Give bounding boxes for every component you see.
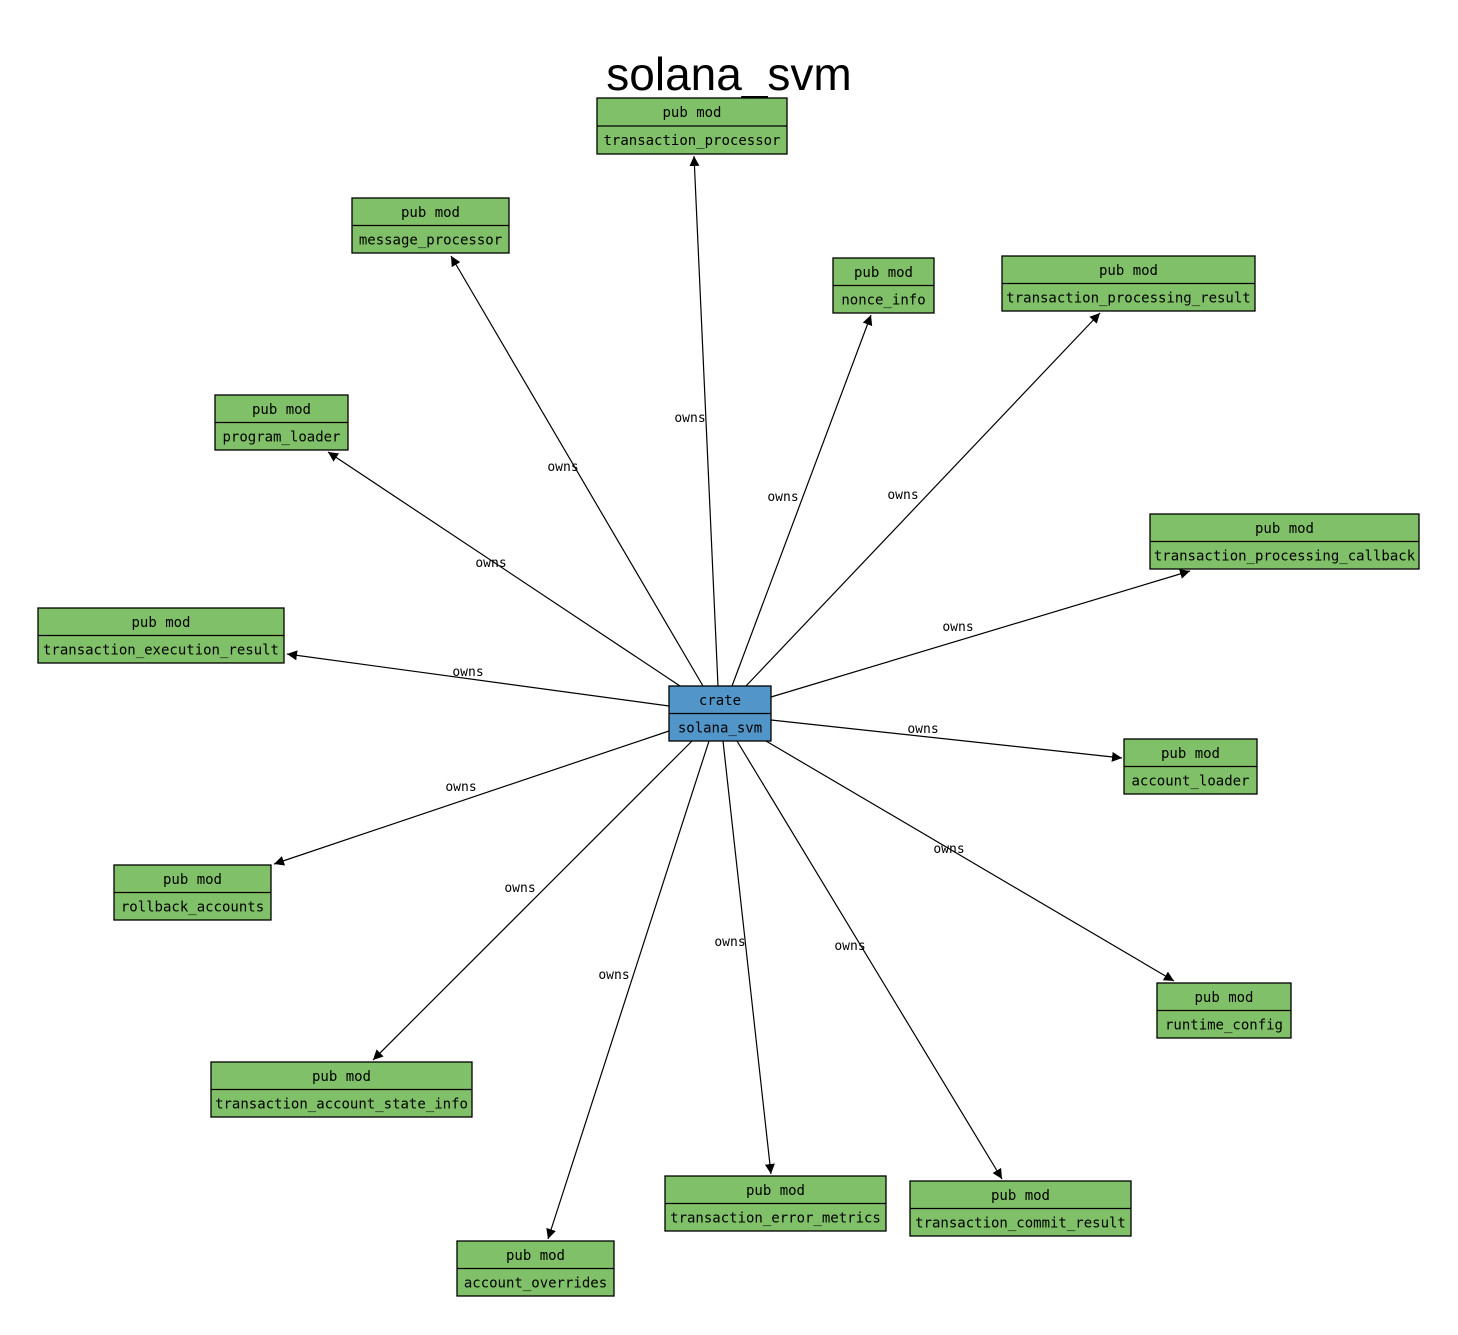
node-name-label: transaction_commit_result — [915, 1215, 1126, 1231]
edge-arrow — [731, 314, 873, 687]
node-crate-solana_svm: crate solana_svm — [668, 685, 772, 742]
edge-label: owns — [767, 490, 798, 505]
edge-label: owns — [907, 722, 938, 737]
edge-owns-account_overrides: owns — [546, 740, 710, 1240]
edge-owns-nonce_info: owns — [731, 314, 873, 687]
node-name-label: transaction_processing_callback — [1154, 548, 1416, 564]
node-kind-label: pub mod — [312, 1069, 371, 1085]
edge-arrow — [770, 569, 1191, 698]
edge-owns-transaction_processing_result: owns — [745, 312, 1101, 687]
node-kind-label: pub mod — [401, 205, 460, 221]
edge-arrow — [546, 740, 710, 1240]
node-runtime_config: pub mod runtime_config — [1156, 982, 1292, 1039]
node-transaction_account_state_info: pub mod transaction_account_state_info — [210, 1061, 473, 1118]
edge-label: owns — [504, 881, 535, 896]
edges-layer: owns owns owns owns owns owns owns owns owns owns… — [273, 155, 1191, 1240]
edge-owns-program_loader: owns — [327, 451, 681, 687]
edge-label: owns — [452, 665, 483, 680]
edge-label: owns — [834, 939, 865, 954]
edge-owns-transaction_account_state_info: owns — [372, 740, 693, 1061]
node-kind-label: pub mod — [1255, 521, 1314, 537]
edge-label: owns — [887, 488, 918, 503]
edge-owns-transaction_processing_callback: owns — [770, 569, 1191, 698]
edge-label: owns — [475, 556, 506, 571]
edge-arrow — [273, 730, 670, 866]
node-name-label: rollback_accounts — [121, 899, 264, 915]
edge-arrow — [736, 740, 1003, 1180]
edge-arrow — [770, 719, 1123, 762]
edge-owns-transaction_execution_result: owns — [286, 650, 670, 707]
edge-owns-account_loader: owns — [770, 719, 1123, 762]
edge-arrow — [689, 155, 719, 687]
node-transaction_processing_result: pub mod transaction_processing_result — [1001, 255, 1256, 312]
node-kind-label: pub mod — [1161, 746, 1220, 762]
edge-arrow — [286, 650, 670, 707]
node-kind-label: pub mod — [131, 615, 190, 631]
node-kind-label: pub mod — [1194, 990, 1253, 1006]
edge-owns-runtime_config: owns — [765, 740, 1175, 982]
edge-owns-transaction_commit_result: owns — [736, 740, 1003, 1180]
node-account_overrides: pub mod account_overrides — [456, 1240, 615, 1297]
node-name-label: account_loader — [1131, 773, 1249, 789]
node-nonce_info: pub mod nonce_info — [832, 257, 935, 314]
edge-arrow — [765, 740, 1175, 982]
edge-owns-message_processor: owns — [450, 255, 704, 687]
node-name-label: program_loader — [222, 429, 340, 445]
edge-arrow — [722, 740, 775, 1175]
node-transaction_execution_result: pub mod transaction_execution_result — [37, 607, 285, 664]
node-transaction_commit_result: pub mod transaction_commit_result — [909, 1180, 1132, 1237]
node-account_loader: pub mod account_loader — [1123, 738, 1258, 795]
node-name-label: solana_svm — [678, 720, 762, 736]
edge-label: owns — [598, 968, 629, 983]
edge-arrow — [327, 451, 681, 687]
node-name-label: transaction_account_state_info — [215, 1096, 468, 1112]
edge-label: owns — [933, 842, 964, 857]
node-transaction_processor: pub mod transaction_processor — [596, 97, 788, 155]
edge-arrow — [372, 740, 693, 1061]
edge-label: owns — [547, 460, 578, 475]
node-name-label: account_overrides — [464, 1275, 607, 1291]
node-transaction_processing_callback: pub mod transaction_processing_callback — [1149, 513, 1420, 570]
node-kind-label: crate — [699, 693, 741, 709]
diagram-title: solana_svm — [606, 48, 851, 100]
node-program_loader: pub mod program_loader — [214, 394, 349, 451]
edge-label: owns — [714, 935, 745, 950]
edge-arrow — [450, 255, 704, 687]
node-message_processor: pub mod message_processor — [351, 197, 510, 254]
node-kind-label: pub mod — [252, 402, 311, 418]
node-kind-label: pub mod — [506, 1248, 565, 1264]
node-kind-label: pub mod — [662, 105, 721, 121]
node-name-label: transaction_execution_result — [43, 642, 279, 658]
edge-owns-rollback_accounts: owns — [273, 730, 670, 866]
node-kind-label: pub mod — [163, 872, 222, 888]
edge-label: owns — [674, 411, 705, 426]
node-name-label: transaction_processor — [603, 133, 780, 149]
node-name-label: message_processor — [359, 232, 502, 248]
edge-label: owns — [445, 780, 476, 795]
node-transaction_error_metrics: pub mod transaction_error_metrics — [664, 1175, 887, 1232]
node-name-label: transaction_processing_result — [1006, 290, 1250, 306]
node-name-label: runtime_config — [1165, 1017, 1283, 1033]
node-kind-label: pub mod — [1099, 263, 1158, 279]
node-kind-label: pub mod — [991, 1188, 1050, 1204]
edge-owns-transaction_processor: owns — [674, 155, 719, 687]
node-kind-label: pub mod — [854, 265, 913, 281]
node-rollback_accounts: pub mod rollback_accounts — [113, 864, 272, 921]
node-name-label: transaction_error_metrics — [670, 1210, 881, 1226]
edge-owns-transaction_error_metrics: owns — [714, 740, 775, 1175]
edge-arrow — [745, 312, 1101, 687]
edge-label: owns — [942, 620, 973, 635]
node-kind-label: pub mod — [746, 1183, 805, 1199]
node-name-label: nonce_info — [841, 292, 925, 308]
